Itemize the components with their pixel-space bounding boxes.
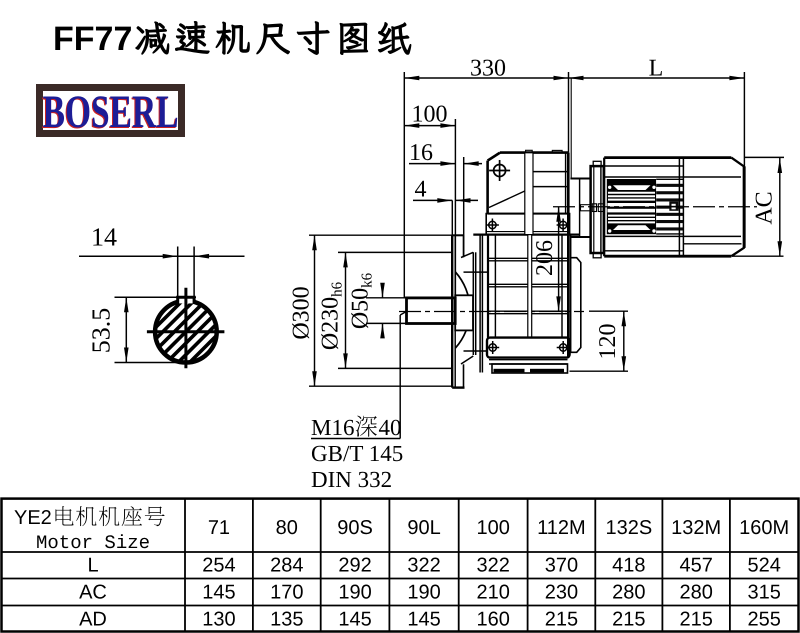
svg-text:292: 292 xyxy=(338,555,371,577)
svg-text:145: 145 xyxy=(202,582,235,604)
svg-text:160M: 160M xyxy=(739,517,789,539)
svg-text:322: 322 xyxy=(407,555,440,577)
svg-text:Ø300: Ø300 xyxy=(288,286,314,339)
svg-text:112M: 112M xyxy=(537,517,586,539)
svg-text:80: 80 xyxy=(276,517,298,539)
svg-text:71: 71 xyxy=(208,517,230,539)
svg-text:145: 145 xyxy=(407,609,440,631)
svg-text:160: 160 xyxy=(476,609,509,631)
svg-text:FF77: FF77 xyxy=(53,20,132,58)
svg-text:130: 130 xyxy=(202,609,235,631)
svg-text:457: 457 xyxy=(679,555,712,577)
svg-text:90L: 90L xyxy=(407,517,440,539)
svg-text:AD: AD xyxy=(79,609,107,631)
svg-text:100: 100 xyxy=(412,102,448,128)
svg-text:16: 16 xyxy=(409,140,433,166)
svg-text:370: 370 xyxy=(545,555,578,577)
svg-text:330: 330 xyxy=(470,56,506,82)
svg-text:315: 315 xyxy=(748,582,781,604)
svg-text:206: 206 xyxy=(532,240,558,276)
svg-text:DIN 332: DIN 332 xyxy=(311,467,392,492)
svg-text:280: 280 xyxy=(612,582,645,604)
svg-text:BOSERL: BOSERL xyxy=(42,88,178,139)
svg-text:100: 100 xyxy=(476,517,509,539)
svg-text:418: 418 xyxy=(612,555,645,577)
svg-text:BOSERL: BOSERL xyxy=(43,87,179,138)
svg-text:Motor Size: Motor Size xyxy=(36,532,150,554)
svg-text:135: 135 xyxy=(270,609,303,631)
svg-text:Ø50k6: Ø50k6 xyxy=(348,272,376,329)
svg-text:215: 215 xyxy=(612,609,645,631)
svg-text:14: 14 xyxy=(91,223,117,252)
svg-text:170: 170 xyxy=(270,582,303,604)
svg-text:215: 215 xyxy=(679,609,712,631)
svg-text:524: 524 xyxy=(748,555,781,577)
svg-text:230: 230 xyxy=(545,582,578,604)
svg-text:L: L xyxy=(649,56,664,82)
svg-text:120: 120 xyxy=(595,324,621,360)
svg-text:40: 40 xyxy=(379,415,402,440)
svg-text:215: 215 xyxy=(545,609,578,631)
svg-text:280: 280 xyxy=(679,582,712,604)
svg-text:AC: AC xyxy=(751,191,777,224)
svg-text:L: L xyxy=(87,555,98,577)
svg-text:AC: AC xyxy=(79,582,107,604)
svg-text:GB/T 145: GB/T 145 xyxy=(311,441,403,466)
svg-text:322: 322 xyxy=(476,555,509,577)
svg-text:M16: M16 xyxy=(311,415,354,440)
svg-text:255: 255 xyxy=(748,609,781,631)
svg-text:190: 190 xyxy=(407,582,440,604)
svg-text:254: 254 xyxy=(202,555,235,577)
svg-text:4: 4 xyxy=(415,177,427,203)
svg-text:Ø230h6: Ø230h6 xyxy=(317,281,345,350)
svg-text:145: 145 xyxy=(338,609,371,631)
svg-text:132S: 132S xyxy=(605,517,652,539)
svg-text:53.5: 53.5 xyxy=(86,308,115,354)
svg-text:284: 284 xyxy=(270,555,303,577)
svg-text:210: 210 xyxy=(476,582,509,604)
svg-text:90S: 90S xyxy=(337,517,373,539)
svg-text:132M: 132M xyxy=(671,517,721,539)
svg-text:YE2: YE2 xyxy=(14,507,52,529)
svg-text:190: 190 xyxy=(338,582,371,604)
